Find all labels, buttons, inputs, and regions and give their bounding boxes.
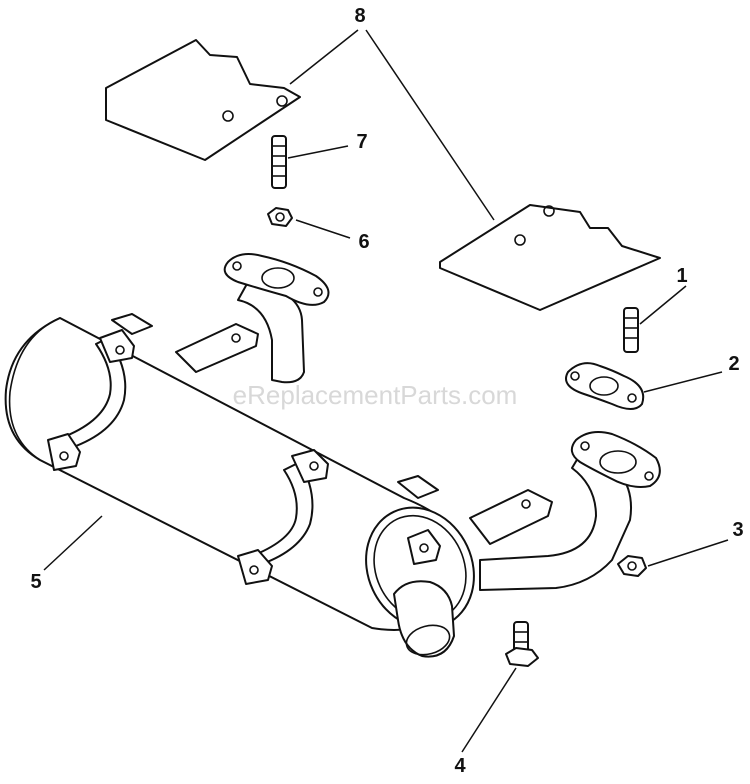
callout-8: 8 [354,5,365,27]
callout-4: 4 [454,755,466,777]
callout-3: 3 [732,519,743,541]
gasket [565,362,645,410]
callout-5: 5 [30,571,41,593]
callout-2: 2 [728,353,739,375]
callout-6: 6 [358,231,369,253]
callout-7: 7 [356,131,367,153]
stud-upper [271,135,287,189]
heat-shield-lower [439,204,661,311]
nut-lower [617,555,647,577]
nut-upper [267,207,293,227]
watermark-text: eReplacementParts.com [233,380,518,410]
stud-lower [623,307,639,353]
bolt [505,621,539,667]
heat-shield-upper [105,39,301,161]
callout-labels: 1 2 3 4 5 6 7 8 [30,5,743,777]
muffler [4,253,661,658]
leader-lines [43,29,729,753]
callout-1: 1 [676,265,687,287]
